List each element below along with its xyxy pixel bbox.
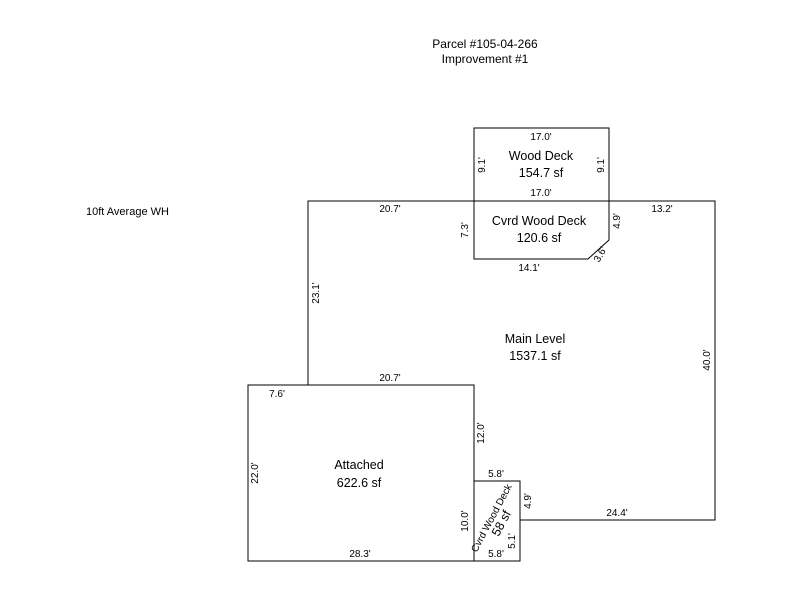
dim-wood-deck-right: 9.1' xyxy=(596,157,607,173)
dim-covered-deck-left: 7.3' xyxy=(460,222,471,238)
dim-attached-bottom: 28.3' xyxy=(349,549,370,560)
attached-area: 622.6 sf xyxy=(337,476,382,490)
covered-wood-deck-area: 120.6 sf xyxy=(517,231,562,245)
dim-main-left: 23.1' xyxy=(311,282,322,303)
dim-wood-deck-top: 17.0' xyxy=(530,132,551,143)
attached-outline xyxy=(247,384,475,562)
covered-wood-deck-label: Cvrd Wood Deck xyxy=(492,214,587,228)
dim-main-top-right: 13.2' xyxy=(651,204,672,215)
covered-wood-deck-outline xyxy=(473,200,610,260)
wood-deck-label: Wood Deck xyxy=(509,149,574,163)
main-level-label: Main Level xyxy=(505,332,565,346)
dim-main-top-left: 20.7' xyxy=(379,204,400,215)
dim-attached-right-upper: 12.0' xyxy=(476,422,487,443)
dim-covered-deck-bottom: 14.1' xyxy=(518,263,539,274)
dim-main-bottom: 24.4' xyxy=(606,508,627,519)
dim-attached-left: 22.0' xyxy=(250,462,261,483)
dim-attached-right-lower: 10.0' xyxy=(460,510,471,531)
small-covered-deck-outline xyxy=(473,480,521,562)
dim-covered-deck-diagonal: 3.6' xyxy=(592,245,609,264)
parcel-title: Parcel #105-04-266 xyxy=(432,37,538,51)
improvement-title: Improvement #1 xyxy=(441,52,529,66)
dim-small-deck-top: 5.8' xyxy=(488,469,504,480)
wood-deck-area: 154.7 sf xyxy=(519,166,564,180)
main-level-area: 1537.1 sf xyxy=(509,349,561,363)
wall-height-note: 10ft Average WH xyxy=(86,206,169,218)
dim-wood-deck-left: 9.1' xyxy=(477,157,488,173)
dim-covered-deck-right: 4.9' xyxy=(612,213,623,229)
dim-main-step: 20.7' xyxy=(379,373,400,384)
dim-small-deck-bottom: 5.8' xyxy=(488,549,504,560)
attached-label: Attached xyxy=(334,458,383,472)
dim-wood-deck-bottom: 17.0' xyxy=(530,188,551,199)
dim-main-right: 40.0' xyxy=(702,349,713,370)
dim-small-deck-right-upper: 4.9' xyxy=(523,493,534,509)
dim-small-deck-right-lower: 5.1' xyxy=(507,533,518,549)
dim-attached-left-top: 7.6' xyxy=(269,389,285,400)
